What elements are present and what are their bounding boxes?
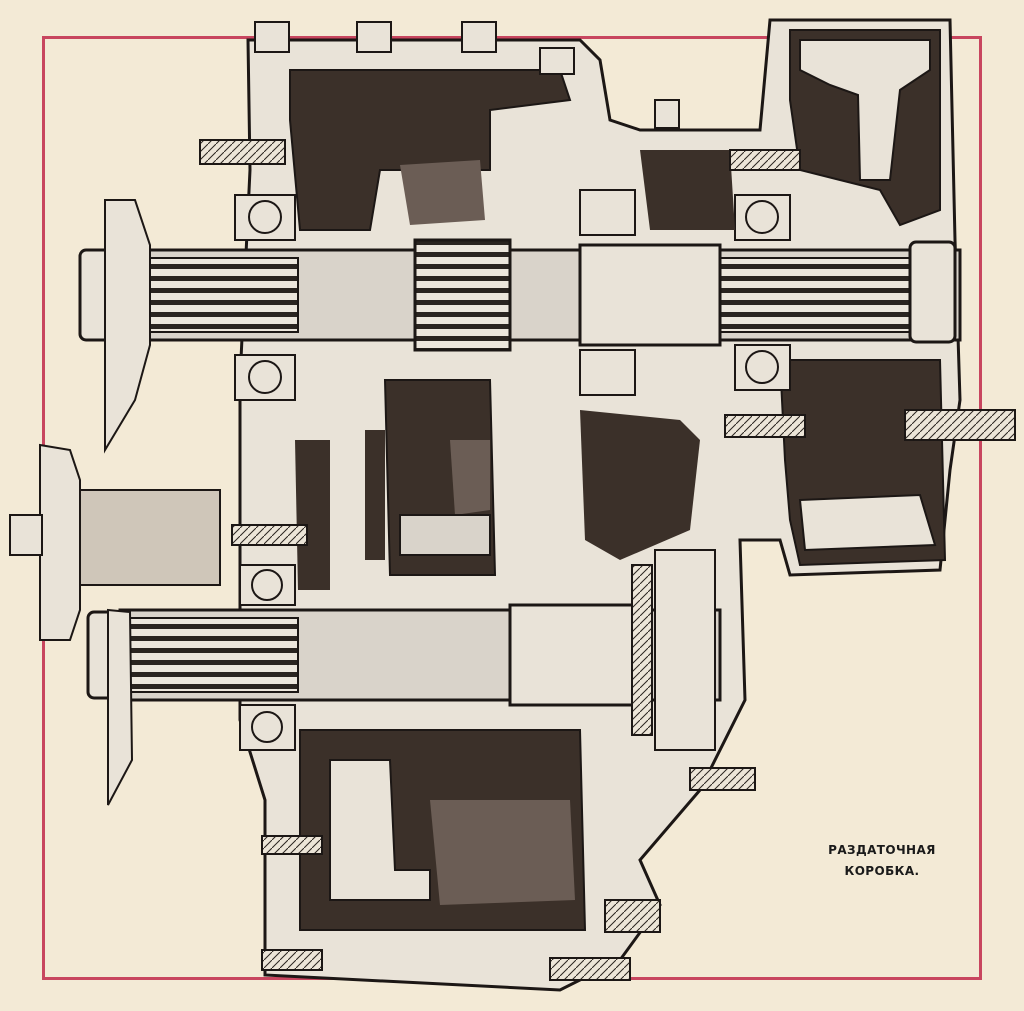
lower-shaft-coupling (508, 603, 647, 707)
right-side-bolt (904, 409, 1016, 441)
lower-left-hub (79, 489, 221, 586)
bearings (234, 189, 791, 751)
upper-shaft-spline-right (719, 257, 911, 333)
lower-shaft-spline (127, 617, 299, 693)
lower-left-flange (39, 443, 81, 641)
upper-right-nut (908, 240, 957, 344)
right-lower-inner (798, 493, 937, 552)
lower-left-stub (9, 514, 43, 556)
figure-caption: РАЗДАТОЧНАЯ КОРОБКА. (812, 840, 952, 882)
top-bolts (254, 21, 680, 129)
lower-left-mount (107, 608, 134, 806)
lower-gear-inner (329, 759, 431, 901)
upper-shaft-gear (413, 238, 512, 352)
caption-line-2: КОРОБКА. (844, 864, 920, 878)
right-mid-pocket (580, 410, 700, 560)
left-side-bolts (199, 139, 806, 855)
upper-gear-highlight (400, 160, 485, 225)
left-mid-pocket-2 (365, 430, 385, 560)
lower-gear-highlight (430, 800, 575, 905)
lower-ring-gear (631, 564, 653, 736)
right-upper-inner (799, 39, 931, 181)
caption-line-1: РАЗДАТОЧНАЯ (828, 843, 936, 857)
upper-shaft-spline-left (127, 257, 299, 333)
middle-gear-highlight (450, 440, 490, 515)
upper-shaft-coupling (578, 243, 722, 347)
left-mid-pocket (295, 440, 330, 590)
middle-gear-pin (399, 514, 491, 556)
upper-left-flange (104, 199, 151, 454)
bottom-bolts (261, 767, 756, 981)
right-top-pocket (640, 150, 735, 230)
lower-right-bearing (654, 549, 716, 751)
